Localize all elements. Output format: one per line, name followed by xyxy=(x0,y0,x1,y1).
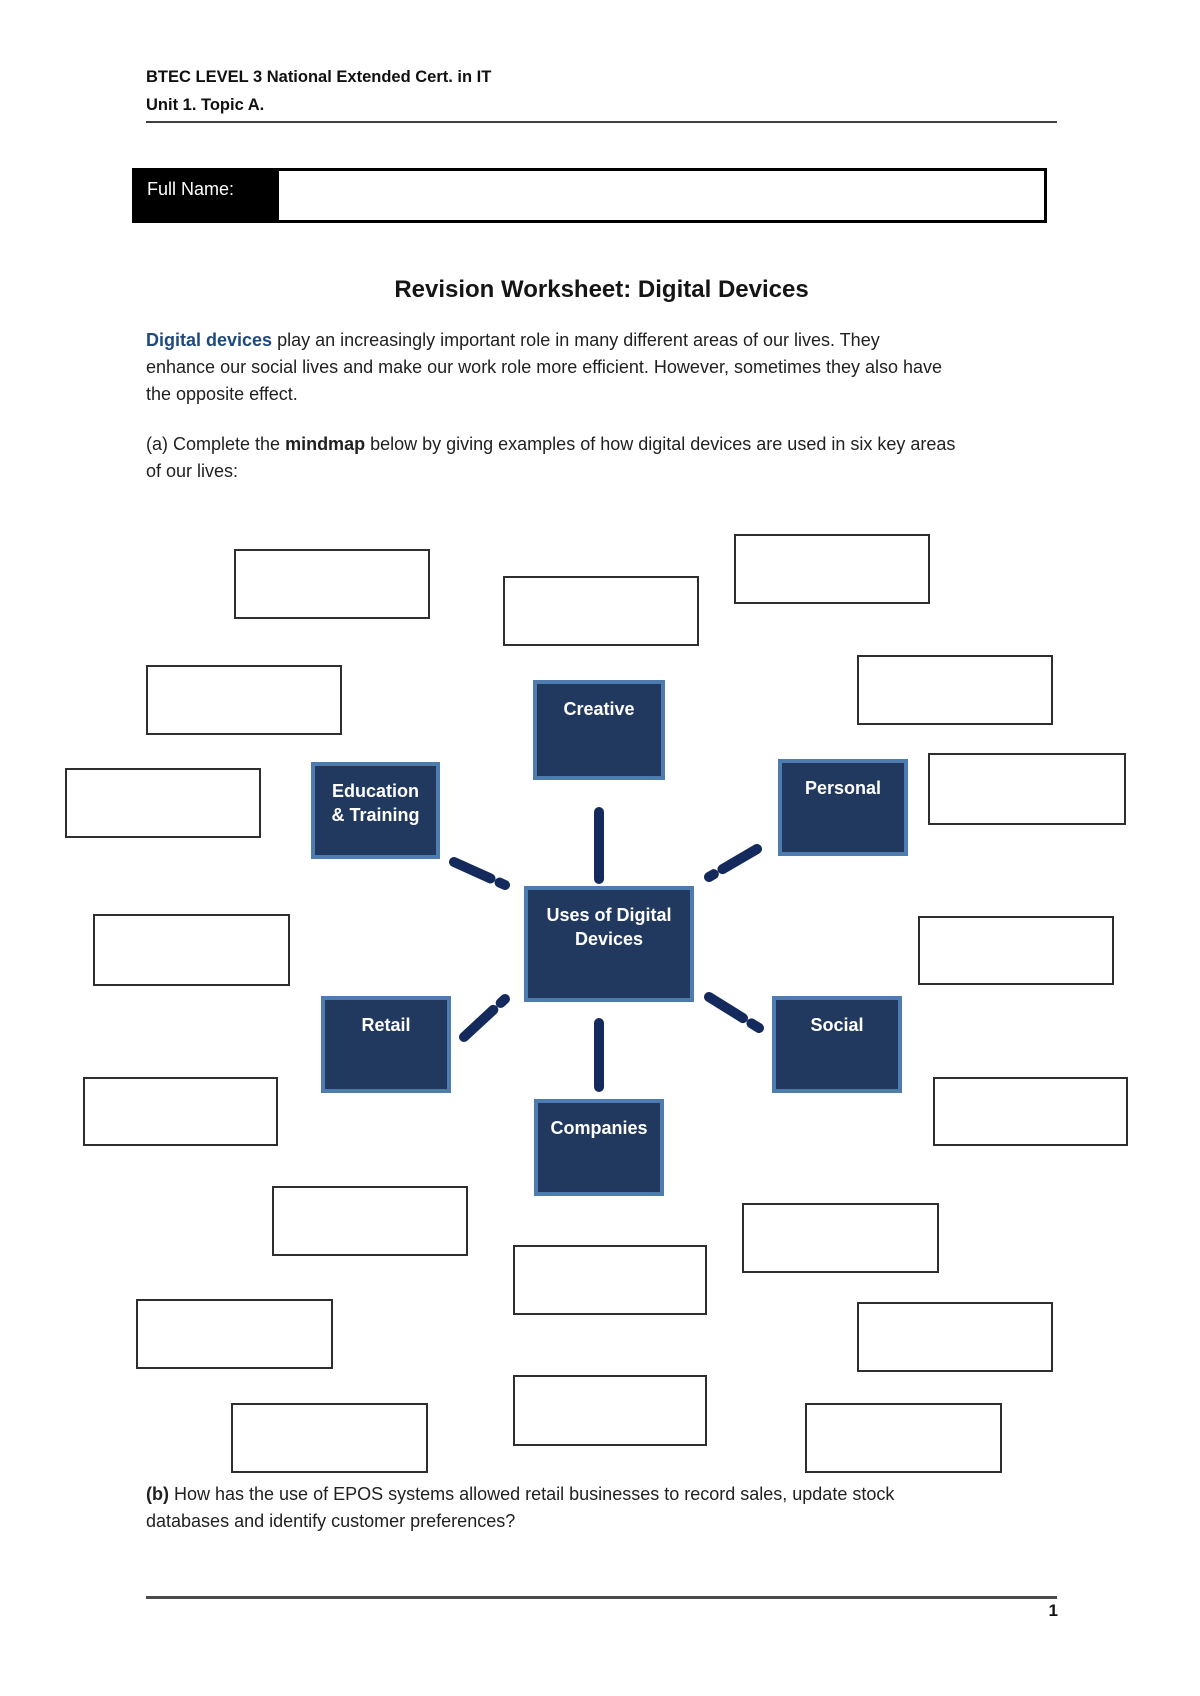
connector-line xyxy=(449,857,510,890)
answer-box-17[interactable] xyxy=(231,1403,428,1473)
header-unit-line: Unit 1. Topic A. xyxy=(146,96,265,114)
text-line: (a) Complete the mindmap below by giving… xyxy=(146,434,956,454)
answer-box-10[interactable] xyxy=(83,1077,278,1146)
answer-box-11[interactable] xyxy=(933,1077,1128,1146)
task-a-instruction: (a) Complete the mindmap below by giving… xyxy=(146,431,955,485)
answer-box-15[interactable] xyxy=(136,1299,333,1369)
answer-box-9[interactable] xyxy=(918,916,1114,985)
text-line: the opposite effect. xyxy=(146,384,298,404)
page-number: 1 xyxy=(1048,1601,1058,1620)
mindmap-node-companies: Companies xyxy=(534,1099,664,1196)
answer-box-2[interactable] xyxy=(503,576,699,646)
task-b-question: (b) How has the use of EPOS systems allo… xyxy=(146,1481,894,1535)
connector-line xyxy=(704,992,764,1033)
answer-box-18[interactable] xyxy=(513,1375,707,1446)
mindmap-node-personal: Personal xyxy=(778,759,908,856)
text-line: of our lives: xyxy=(146,461,239,481)
answer-box-4[interactable] xyxy=(146,665,342,735)
answer-box-14[interactable] xyxy=(513,1245,707,1315)
connector-line xyxy=(704,844,762,882)
footer-divider xyxy=(146,1596,1057,1599)
answer-box-5[interactable] xyxy=(857,655,1053,725)
mindmap-node-education: Education & Training xyxy=(311,762,440,859)
full-name-label: Full Name: xyxy=(135,171,279,220)
text-line: enhance our social lives and make our wo… xyxy=(146,357,943,377)
intro-paragraph: Digital devices play an increasingly imp… xyxy=(146,327,942,408)
answer-box-8[interactable] xyxy=(93,914,290,986)
header-divider xyxy=(146,121,1057,123)
answer-box-16[interactable] xyxy=(857,1302,1053,1372)
connector-line xyxy=(459,994,510,1042)
page-title: Revision Worksheet: Digital Devices xyxy=(394,276,809,303)
answer-box-7[interactable] xyxy=(928,753,1126,825)
mindmap-node-creative: Creative xyxy=(533,680,665,780)
mindmap-node-center: Uses of Digital Devices xyxy=(524,886,694,1002)
answer-box-6[interactable] xyxy=(65,768,261,838)
answer-box-1[interactable] xyxy=(234,549,430,619)
mindmap-node-retail: Retail xyxy=(321,996,451,1093)
text-line: databases and identify customer preferen… xyxy=(146,1511,516,1531)
answer-box-12[interactable] xyxy=(272,1186,468,1256)
full-name-field[interactable] xyxy=(279,171,1044,220)
text-line: (b) How has the use of EPOS systems allo… xyxy=(146,1484,895,1504)
answer-box-19[interactable] xyxy=(805,1403,1002,1473)
full-name-row: Full Name: xyxy=(132,168,1047,223)
answer-box-3[interactable] xyxy=(734,534,930,604)
answer-box-13[interactable] xyxy=(742,1203,939,1273)
mindmap-node-social: Social xyxy=(772,996,902,1093)
header-course-line: BTEC LEVEL 3 National Extended Cert. in … xyxy=(146,68,492,86)
document-header: BTEC LEVEL 3 National Extended Cert. in … xyxy=(146,63,491,119)
text-line: Digital devices play an increasingly imp… xyxy=(146,330,880,350)
